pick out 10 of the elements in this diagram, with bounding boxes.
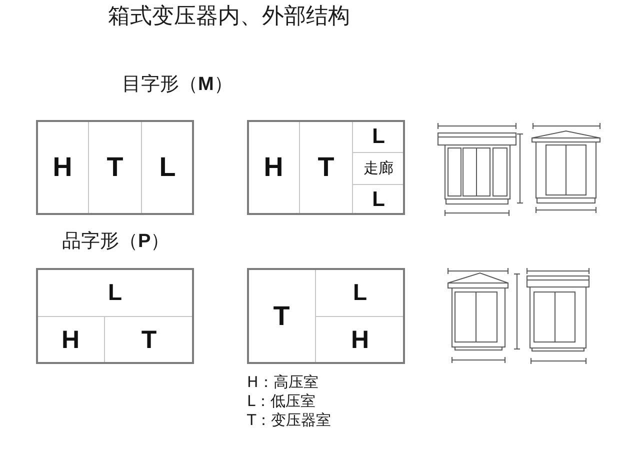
floor-plan-frame <box>36 120 194 215</box>
key-entry: T：变压器室 <box>247 411 332 429</box>
title: 箱式变压器内、外部结构 <box>108 4 350 30</box>
floor-plan-frame <box>36 268 194 364</box>
key-entry: L：低压室 <box>247 392 316 410</box>
section-heading: 目字形（M） <box>122 73 233 97</box>
section-heading: 品字形（P） <box>62 230 170 254</box>
floor-plan-frame <box>247 268 405 364</box>
floor-plan-frame <box>247 120 405 215</box>
key-entry: H：高压室 <box>247 373 318 391</box>
